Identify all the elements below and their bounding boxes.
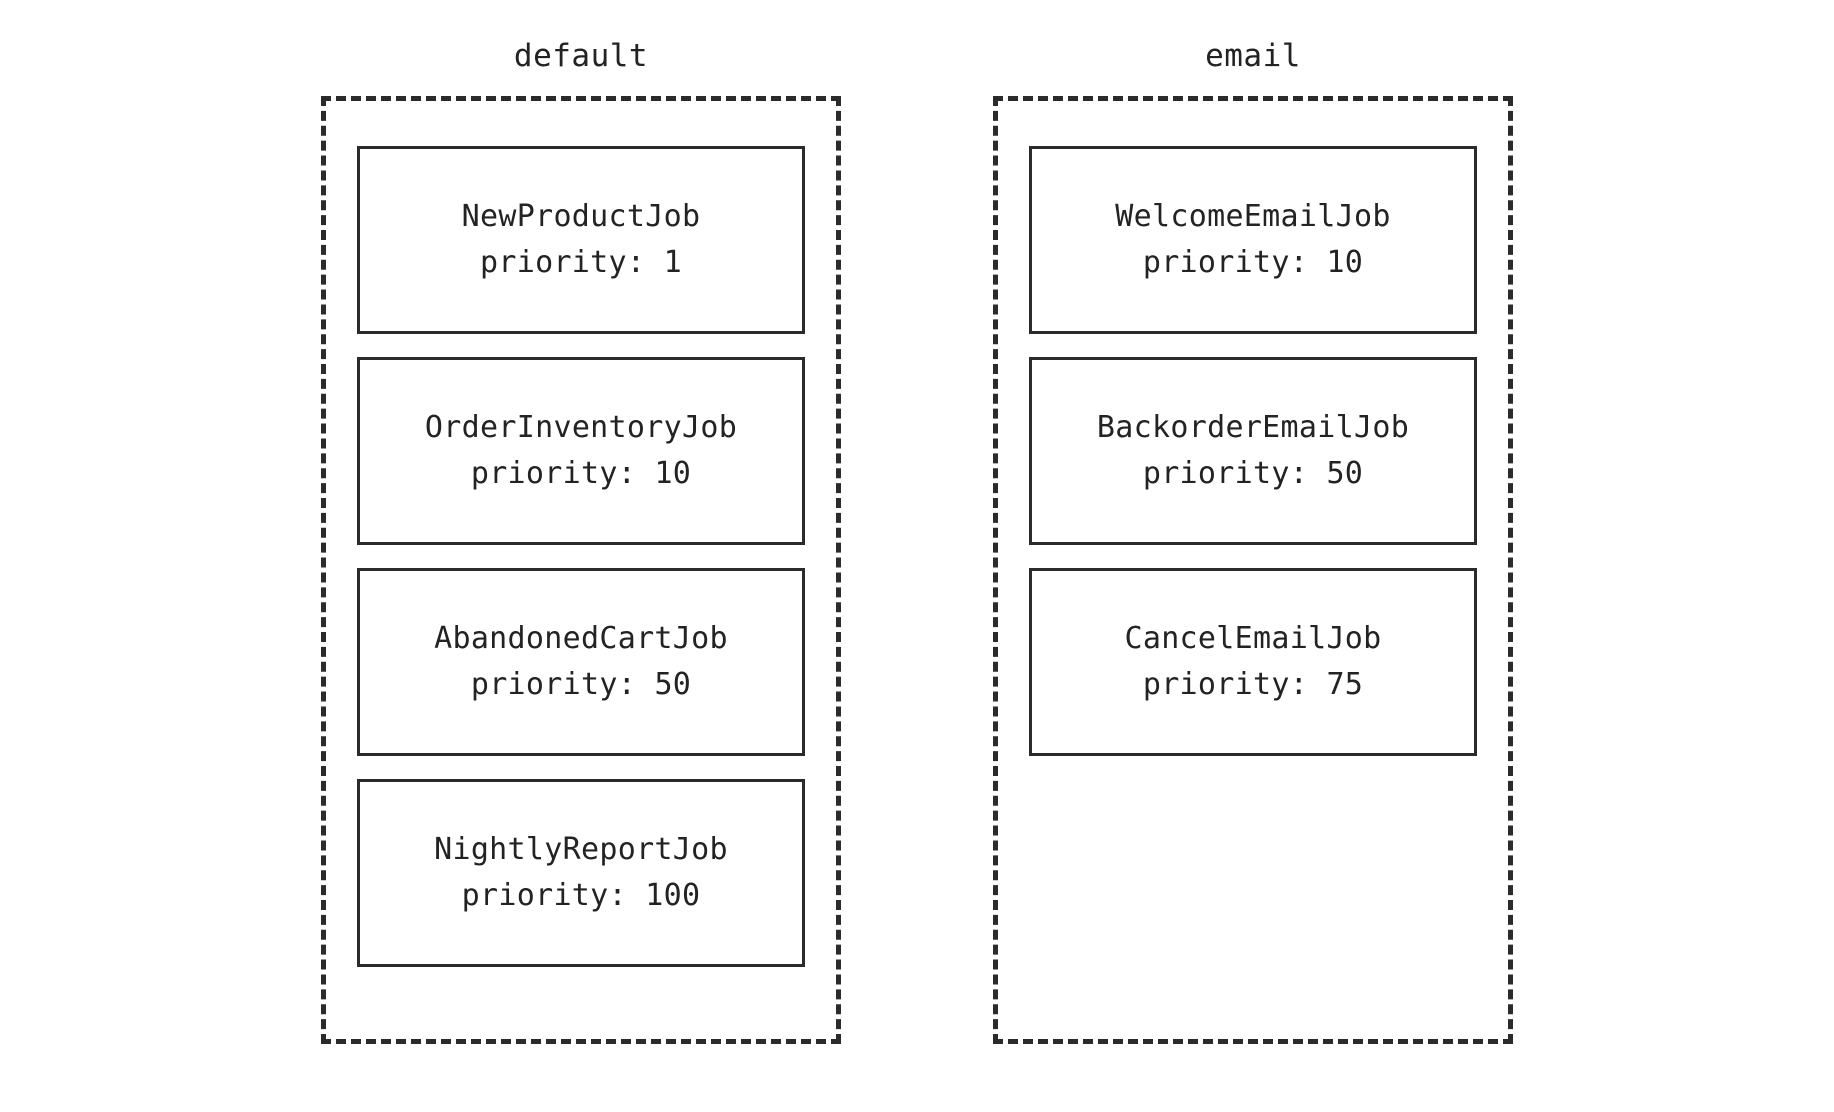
job-card[interactable]: AbandonedCartJob priority: 50 — [357, 568, 805, 756]
job-name: CancelEmailJob — [1124, 621, 1382, 656]
job-priority: priority: 100 — [461, 878, 701, 913]
job-card[interactable]: NightlyReportJob priority: 100 — [357, 779, 805, 967]
queue-container-email[interactable]: WelcomeEmailJob priority: 10 BackorderEm… — [993, 96, 1513, 1044]
job-name: BackorderEmailJob — [1096, 410, 1410, 445]
job-priority: priority: 75 — [1142, 667, 1364, 702]
job-card[interactable]: BackorderEmailJob priority: 50 — [1029, 357, 1477, 545]
job-priority: priority: 10 — [470, 456, 692, 491]
job-card[interactable]: CancelEmailJob priority: 75 — [1029, 568, 1477, 756]
queue-column-email: email WelcomeEmailJob priority: 10 Backo… — [993, 38, 1513, 1044]
queue-container-default[interactable]: NewProductJob priority: 1 OrderInventory… — [321, 96, 841, 1044]
job-name: NewProductJob — [461, 199, 701, 234]
job-name: NightlyReportJob — [434, 832, 728, 867]
queue-column-default: default NewProductJob priority: 1 OrderI… — [321, 38, 841, 1044]
job-name: AbandonedCartJob — [434, 621, 728, 656]
job-priority: priority: 10 — [1142, 245, 1364, 280]
job-priority: priority: 1 — [480, 245, 682, 280]
job-name: OrderInventoryJob — [424, 410, 738, 445]
job-card[interactable]: OrderInventoryJob priority: 10 — [357, 357, 805, 545]
job-priority: priority: 50 — [470, 667, 692, 702]
job-name: WelcomeEmailJob — [1115, 199, 1391, 234]
job-card[interactable]: NewProductJob priority: 1 — [357, 146, 805, 334]
job-priority: priority: 50 — [1142, 456, 1364, 491]
queue-title-email: email — [1205, 38, 1301, 74]
queue-title-default: default — [513, 38, 649, 74]
job-card[interactable]: WelcomeEmailJob priority: 10 — [1029, 146, 1477, 334]
